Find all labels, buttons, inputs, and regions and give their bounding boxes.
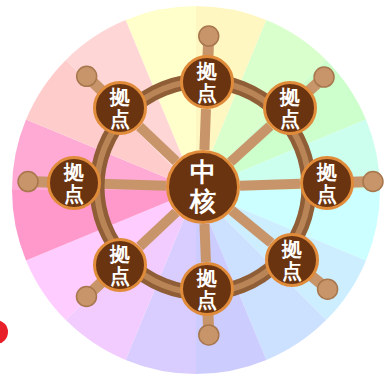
base-circle: 拠点 bbox=[180, 262, 234, 316]
red-mark bbox=[0, 320, 8, 344]
node-label: 拠点 bbox=[197, 60, 217, 104]
base-circle: 拠点 bbox=[300, 156, 354, 210]
handle-knob bbox=[76, 287, 96, 307]
handle-knob bbox=[18, 172, 38, 192]
handle-knob bbox=[363, 172, 383, 192]
node-label: 拠点 bbox=[110, 86, 130, 130]
handle-knob bbox=[199, 26, 219, 46]
node-label: 拠点 bbox=[282, 238, 302, 282]
base-circle: 拠点 bbox=[47, 156, 101, 210]
base-circle: 拠点 bbox=[180, 55, 234, 109]
wheel-spoke bbox=[204, 224, 205, 262]
base-circle: 拠点 bbox=[93, 81, 147, 135]
base-circle: 拠点 bbox=[263, 81, 317, 135]
wheel-spoke bbox=[101, 184, 166, 186]
hub-circle: 中核 bbox=[166, 150, 240, 224]
node-label: 拠点 bbox=[110, 243, 130, 287]
wheel-spoke bbox=[140, 127, 177, 162]
handle-knob bbox=[199, 325, 219, 345]
node-label: 中核 bbox=[190, 158, 216, 215]
node-label: 拠点 bbox=[317, 161, 337, 205]
handle-knob bbox=[314, 67, 334, 87]
base-circle: 拠点 bbox=[265, 233, 319, 287]
handle-knob bbox=[77, 66, 97, 86]
color-sector bbox=[26, 190, 196, 320]
wheel-spoke bbox=[140, 212, 176, 246]
color-sector bbox=[66, 190, 196, 360]
wheel-spoke bbox=[232, 210, 272, 242]
node-label: 拠点 bbox=[197, 267, 217, 311]
wheel-spoke bbox=[204, 109, 206, 150]
wheel-spoke bbox=[240, 184, 300, 186]
node-label: 拠点 bbox=[280, 86, 300, 130]
handle-knob bbox=[318, 279, 338, 299]
node-label: 拠点 bbox=[64, 161, 84, 205]
base-circle: 拠点 bbox=[93, 238, 147, 292]
wheel-spoke bbox=[230, 126, 270, 162]
